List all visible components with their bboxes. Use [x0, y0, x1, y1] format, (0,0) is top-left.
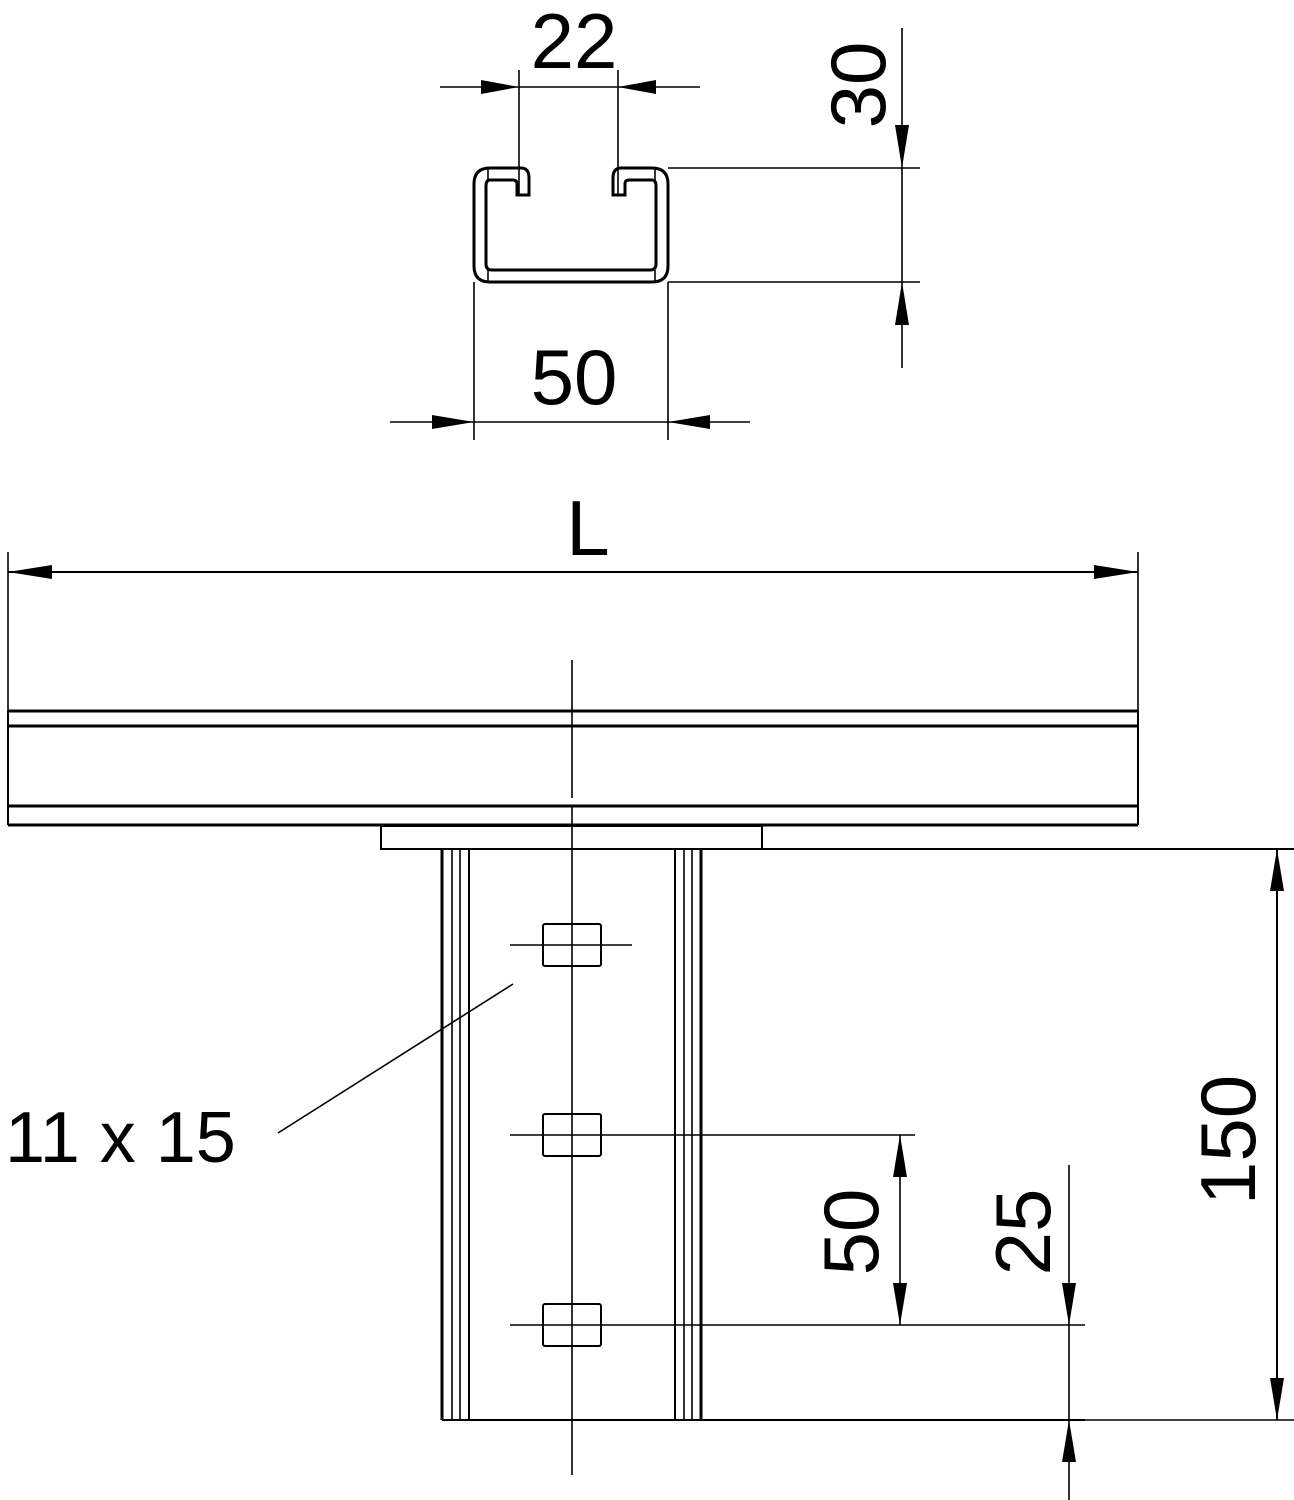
channel-beam — [7, 709, 1139, 827]
hole-1 — [510, 923, 632, 967]
dimension-profile-width: 50 — [390, 282, 750, 440]
dim-total-height-label: 150 — [1184, 1075, 1272, 1205]
profile-cross-section — [472, 166, 670, 284]
hole-2 — [510, 1113, 915, 1157]
dimension-total-height: 150 — [1085, 849, 1294, 1421]
dim-bottom-offset-label: 25 — [979, 1189, 1067, 1276]
dim-profile-width-label: 50 — [531, 333, 618, 421]
dim-hole-spacing-label: 50 — [807, 1189, 895, 1276]
hole-3 — [510, 1303, 1085, 1347]
dimension-profile-height: 30 — [668, 28, 920, 368]
dimension-slot-width: 22 — [440, 0, 700, 195]
hole-size-callout: 11 x 15 — [5, 983, 514, 1178]
dim-slot-width-label: 22 — [531, 0, 618, 85]
dimension-hole-spacing: 50 — [807, 1135, 907, 1325]
dimension-length: L — [7, 484, 1139, 825]
dim-length-label: L — [566, 484, 609, 572]
hole-size-label: 11 x 15 — [5, 1098, 236, 1178]
mounting-holes — [510, 923, 1085, 1347]
dimension-bottom-offset: 25 — [979, 1165, 1076, 1500]
dim-profile-height-label: 30 — [814, 42, 902, 129]
